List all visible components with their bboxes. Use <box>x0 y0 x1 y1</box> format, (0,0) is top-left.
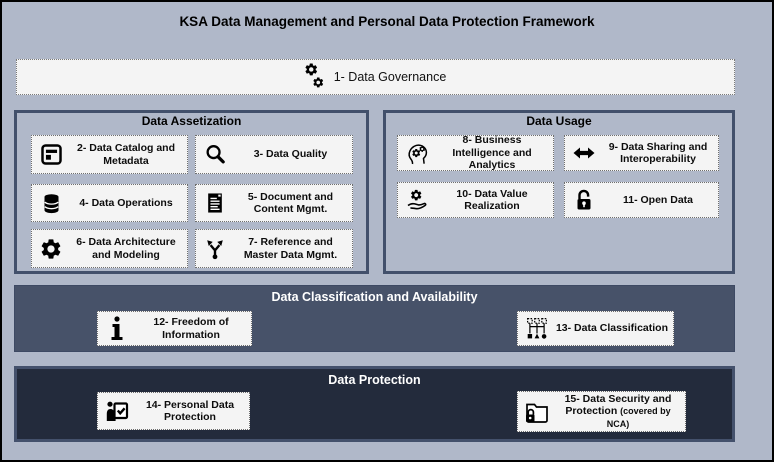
band-data-classification: Data Classification and Availability 12-… <box>14 285 735 352</box>
page-title: KSA Data Management and Personal Data Pr… <box>179 14 595 29</box>
item-data-security-protection: 15- Data Security and Protection (covere… <box>517 391 686 432</box>
data-catalog-icon <box>37 143 65 166</box>
item-label-with-suffix: 15- Data Security and Protection (covere… <box>551 393 685 430</box>
item-label: 10- Data Value Realization <box>456 187 528 212</box>
item-reference-master-data: 7- Reference and Master Data Mgmt. <box>195 229 353 268</box>
item-data-quality: 3- Data Quality <box>195 135 353 174</box>
item-business-intelligence: 8- Business Intelligence and Analytics <box>397 134 554 172</box>
item-label: 6- Data Architecture and Modeling <box>76 236 176 261</box>
item-label: 13- Data Classification <box>555 322 669 335</box>
item-freedom-of-information: 12- Freedom of Information <box>97 311 252 346</box>
classification-tree-icon <box>523 317 551 341</box>
item-label: 3- Data Quality <box>253 148 328 161</box>
branch-arrows-icon <box>201 237 229 261</box>
double-arrow-icon <box>570 143 598 163</box>
folder-lock-icon <box>523 400 551 424</box>
item-personal-data-protection: 14- Personal Data Protection <box>97 392 250 430</box>
section-title-assetization: Data Assetization <box>141 114 242 128</box>
band-title-classification: Data Classification and Availability <box>271 290 478 304</box>
magnifier-icon <box>201 143 229 166</box>
item-data-catalog: 2- Data Catalog and Metadata <box>31 135 188 174</box>
item-label: 7- Reference and Master Data Mgmt. <box>243 236 338 261</box>
item-data-sharing: 9- Data Sharing and Interoperability <box>564 135 719 171</box>
gears-icon <box>305 63 325 91</box>
governance-bar: 1- Data Governance <box>16 59 735 95</box>
item-label: 9- Data Sharing and Interoperability <box>608 140 708 165</box>
section-data-assetization: Data Assetization 2- Data Catalog and Me… <box>14 110 369 274</box>
item-label: 12- Freedom of Information <box>153 316 229 341</box>
hand-gear-icon <box>403 188 431 212</box>
database-icon <box>37 192 65 215</box>
item-data-classification: 13- Data Classification <box>517 311 674 346</box>
person-checklist-icon <box>103 399 131 423</box>
band-title-protection: Data Protection <box>328 373 421 387</box>
section-title-usage: Data Usage <box>526 114 592 128</box>
item-label: 15- Data Security and Protection <box>564 392 672 418</box>
section-data-usage: Data Usage 8- Business Intelligence and … <box>383 110 735 274</box>
item-label: 2- Data Catalog and Metadata <box>76 142 176 167</box>
item-open-data: 11- Open Data <box>564 182 719 218</box>
item-data-value: 10- Data Value Realization <box>397 182 554 218</box>
gear-icon <box>37 237 65 261</box>
item-label: 5- Document and Content Mgmt. <box>247 190 334 215</box>
item-label-suffix: (covered by NCA) <box>606 406 671 429</box>
open-padlock-icon <box>570 188 598 212</box>
item-document-content: 5- Document and Content Mgmt. <box>195 184 353 222</box>
item-label: 8- Business Intelligence and Analytics <box>452 134 532 172</box>
item-data-operations: 4- Data Operations <box>31 184 188 222</box>
governance-label: 1- Data Governance <box>333 70 447 84</box>
item-label: 4- Data Operations <box>79 196 173 209</box>
band-data-protection: Data Protection 14- Personal Data Protec… <box>14 366 735 442</box>
info-icon <box>103 315 131 342</box>
head-gears-icon <box>403 140 431 166</box>
document-icon <box>201 191 229 215</box>
item-label: 11- Open Data <box>622 193 694 206</box>
item-data-architecture: 6- Data Architecture and Modeling <box>31 229 188 268</box>
item-label: 14- Personal Data Protection <box>145 398 235 423</box>
